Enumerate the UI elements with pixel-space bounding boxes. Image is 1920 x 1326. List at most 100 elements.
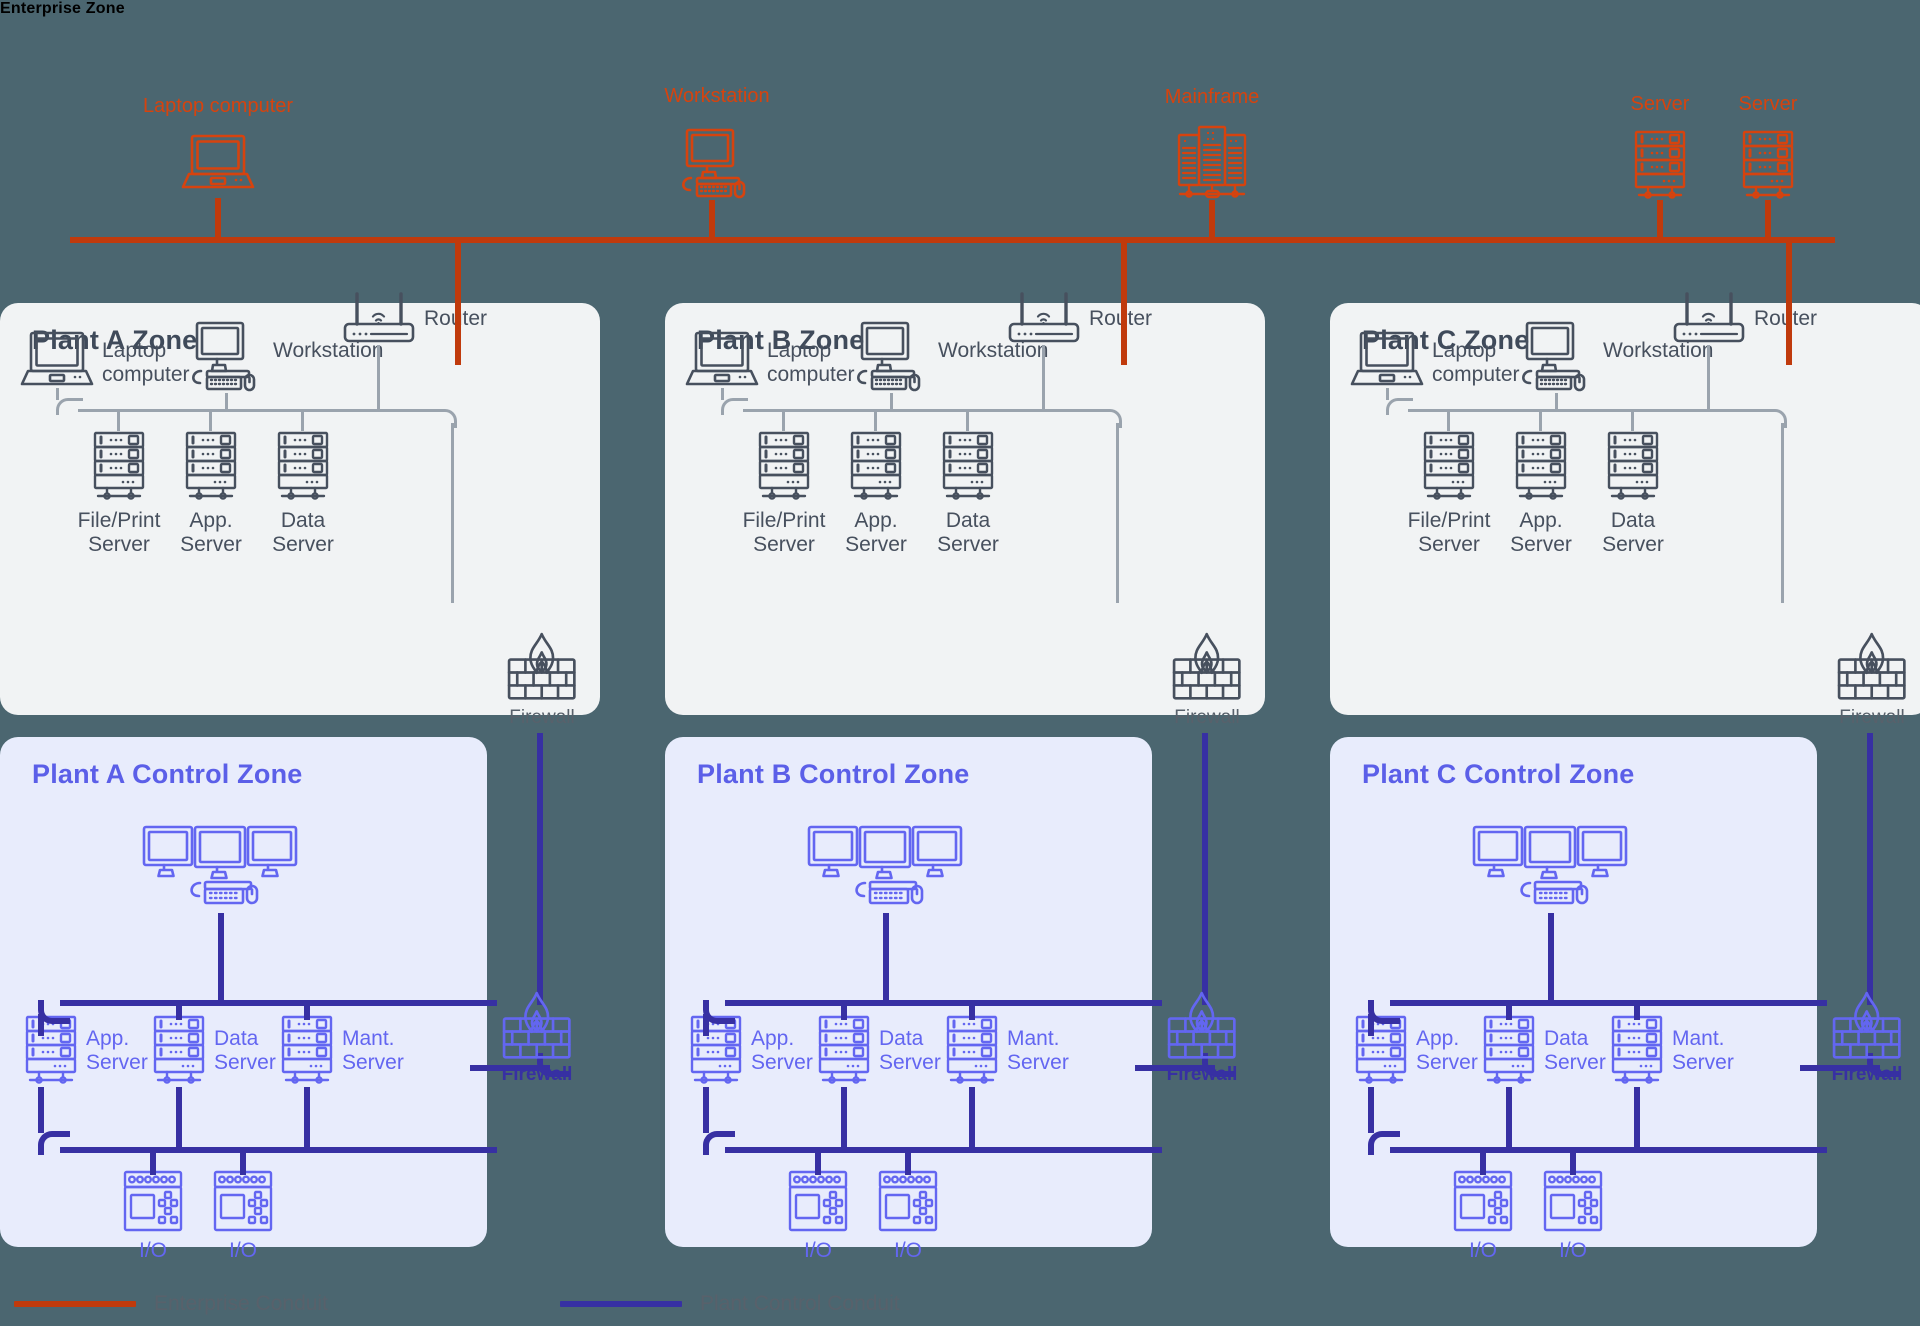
server-rack-icon[interactable]: [278, 1015, 336, 1085]
laptop-icon[interactable]: [181, 133, 255, 191]
io-module-icon[interactable]: [122, 1169, 184, 1233]
firewall-icon[interactable]: [1165, 990, 1238, 1063]
conduit-segment: [1539, 409, 1542, 431]
workstation-icon[interactable]: [1518, 321, 1596, 393]
triple-monitor-icon[interactable]: [1472, 825, 1628, 913]
server-rack-icon[interactable]: [755, 431, 813, 501]
firewall-icon[interactable]: [1170, 631, 1243, 704]
enterprise-mainframe-label: Mainframe: [1164, 86, 1260, 108]
control-server-label-0-2: Mant. Server: [342, 1027, 404, 1074]
server-rack-icon[interactable]: [22, 1015, 80, 1085]
plant-server-label-1-0: File/Print Server: [742, 509, 826, 556]
conduit-segment: [60, 1147, 497, 1153]
conduit-segment: [176, 1087, 182, 1147]
conduit-segment: [1447, 409, 1450, 431]
laptop-icon[interactable]: [1350, 330, 1424, 388]
control-io-label-2-0: I/O: [1468, 1239, 1497, 1262]
router-icon[interactable]: [1005, 291, 1083, 345]
conduit-segment: [966, 409, 969, 431]
io-module-icon[interactable]: [787, 1169, 849, 1233]
conduit-corner: [1368, 1000, 1400, 1024]
firewall-icon[interactable]: [500, 990, 573, 1063]
enterprise-workstation-label: Workstation: [664, 85, 770, 107]
plant-router-label-1: Router: [1089, 307, 1153, 330]
server-rack-icon[interactable]: [1480, 1015, 1538, 1085]
conduit-segment: [841, 1087, 847, 1147]
server-rack-icon[interactable]: [1352, 1015, 1410, 1085]
plant-zone-title-1: Plant B Zone: [697, 325, 865, 355]
workstation-icon[interactable]: [188, 321, 266, 393]
plant-a-zone: Plant A Zone Router Laptop computer: [0, 292, 600, 715]
plant-server-label-0-1: App. Server: [180, 509, 242, 556]
conduit-segment: [1570, 1147, 1576, 1175]
server-rack-icon[interactable]: [847, 431, 905, 501]
conduit-segment: [117, 409, 120, 431]
io-module-icon[interactable]: [1452, 1169, 1514, 1233]
server-rack-icon[interactable]: [939, 431, 997, 501]
control-zone-title-2: Plant C Control Zone: [1362, 759, 1635, 789]
router-icon[interactable]: [340, 291, 418, 345]
conduit-segment: [815, 1147, 821, 1175]
server-rack-icon[interactable]: [1631, 130, 1689, 200]
conduit-segment: [709, 200, 715, 243]
laptop-icon[interactable]: [20, 330, 94, 388]
server-rack-icon[interactable]: [943, 1015, 1001, 1085]
server-rack-icon[interactable]: [1420, 431, 1478, 501]
plant-a-control-zone: Plant A Control Zone: [0, 737, 497, 1262]
server-rack-icon[interactable]: [1604, 431, 1662, 501]
enterprise-server-2-label: Server: [1738, 93, 1798, 115]
server-rack-icon[interactable]: [687, 1015, 745, 1085]
control-server-label-0-1: Data Server: [214, 1027, 276, 1074]
plant-laptop-label-0: Laptop computer: [102, 339, 190, 386]
firewall-icon[interactable]: [1835, 631, 1908, 704]
mainframe-icon[interactable]: [1176, 124, 1248, 200]
legend-item-1: Plant Control Conduit: [560, 1292, 900, 1316]
server-rack-icon[interactable]: [90, 431, 148, 501]
server-rack-icon[interactable]: [150, 1015, 208, 1085]
plant-c-control-zone: Plant C Control Zone: [1330, 737, 1827, 1262]
server-rack-icon[interactable]: [182, 431, 240, 501]
plant-server-label-2-1: App. Server: [1510, 509, 1572, 556]
conduit-segment: [1781, 423, 1784, 603]
plant-zone-title-0: Plant A Zone: [32, 325, 198, 355]
firewall-icon[interactable]: [505, 631, 578, 704]
io-module-icon[interactable]: [1542, 1169, 1604, 1233]
server-rack-icon[interactable]: [1512, 431, 1570, 501]
server-rack-icon[interactable]: [1608, 1015, 1666, 1085]
control-server-label-1-1: Data Server: [879, 1027, 941, 1074]
plant-router-label-2: Router: [1754, 307, 1818, 330]
triple-monitor-icon[interactable]: [807, 825, 963, 913]
conduit-segment: [304, 1087, 310, 1147]
conduit-segment: [721, 388, 724, 400]
io-module-icon[interactable]: [212, 1169, 274, 1233]
conduit-segment: [304, 1000, 310, 1020]
control-io-label-1-1: I/O: [893, 1239, 922, 1262]
laptop-icon[interactable]: [685, 330, 759, 388]
plant-router-label-0: Router: [424, 307, 488, 330]
control-io-label-0-0: I/O: [138, 1239, 167, 1262]
io-module-icon[interactable]: [877, 1169, 939, 1233]
router-icon[interactable]: [1670, 291, 1748, 345]
conduit-segment: [1657, 200, 1663, 243]
workstation-icon[interactable]: [678, 128, 756, 200]
conduit-corner: [430, 409, 457, 428]
conduit-segment: [782, 409, 785, 431]
conduit-segment: [38, 1087, 44, 1133]
plant-b-control-zone: Plant B Control Zone: [665, 737, 1162, 1262]
workstation-icon[interactable]: [853, 321, 931, 393]
control-zone-title-0: Plant A Control Zone: [32, 759, 303, 789]
triple-monitor-icon[interactable]: [142, 825, 298, 913]
server-rack-icon[interactable]: [274, 431, 332, 501]
conduit-segment: [240, 1147, 246, 1175]
server-rack-icon[interactable]: [815, 1015, 873, 1085]
legend-item-0: Enterprise Conduit: [14, 1292, 328, 1316]
conduit-segment: [1634, 1000, 1640, 1020]
server-rack-icon[interactable]: [1739, 130, 1797, 200]
firewall-icon[interactable]: [1830, 990, 1903, 1063]
conduit-segment: [969, 1000, 975, 1020]
conduit-segment: [703, 1014, 709, 1036]
plant-server-label-0-0: File/Print Server: [77, 509, 161, 556]
conduit-segment: [377, 345, 380, 409]
conduit-segment: [905, 1147, 911, 1175]
conduit-segment: [60, 1000, 497, 1006]
